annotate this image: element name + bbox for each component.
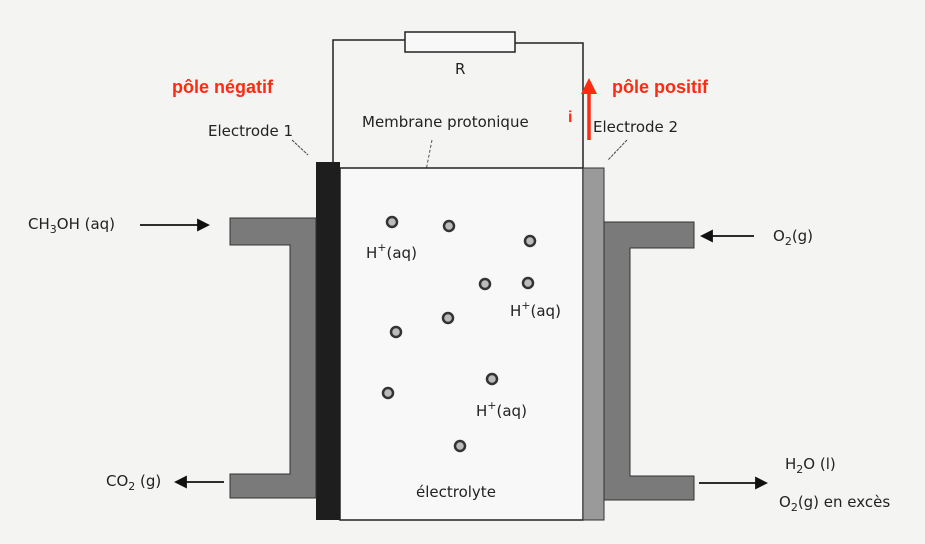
proton-ion: [523, 234, 537, 248]
circuit-wire: [332, 39, 405, 162]
proton-ion: [442, 219, 456, 233]
proton-ion: [478, 277, 492, 291]
cathode-pipe: [603, 221, 695, 501]
membrane-pointer: [422, 139, 433, 187]
proton-ion: [389, 325, 403, 339]
water-arrow-head: [755, 476, 769, 490]
o2-arrow-head: [699, 229, 713, 243]
membrane-label: Membrane protonique: [362, 113, 529, 131]
resistor-label: R: [455, 60, 465, 78]
proton-ion: [441, 311, 455, 325]
proton-ion: [453, 439, 467, 453]
ion-label: H+(aq): [476, 399, 527, 420]
positive-pole-label: pôle positif: [612, 77, 709, 97]
o2-label: O2(g): [773, 227, 813, 248]
o2-excess-label: O2(g) en excès: [779, 493, 890, 514]
anode-pipe: [229, 217, 317, 499]
ion-label: H+(aq): [510, 299, 561, 320]
co2-label: CO2 (g): [106, 472, 161, 493]
electrode1-label: Electrode 1: [208, 122, 293, 140]
methanol-label: CH3OH (aq): [28, 215, 115, 236]
electrolyte-label: électrolyte: [416, 483, 496, 501]
electrode-2: [582, 167, 605, 521]
negative-pole-label: pôle négatif: [172, 77, 274, 97]
ions: [381, 215, 537, 453]
co2-arrow-head: [173, 475, 187, 489]
proton-ion: [521, 276, 535, 290]
electrode-1: [316, 162, 340, 520]
resistor: [404, 31, 516, 53]
electrode2-pointer: [607, 139, 628, 161]
electrode2-label: Electrode 2: [593, 118, 678, 136]
methanol-arrow-head: [197, 218, 211, 232]
proton-ion: [381, 386, 395, 400]
electrolyte-chamber: [339, 167, 584, 521]
proton-ion: [485, 372, 499, 386]
proton-ion: [385, 215, 399, 229]
current-label: i: [568, 109, 572, 126]
circuit-wire: [515, 42, 584, 168]
ion-label: H+(aq): [366, 241, 417, 262]
water-label: H2O (l): [785, 455, 836, 476]
current-arrow-head: [581, 78, 597, 94]
electrode1-pointer: [291, 139, 309, 156]
